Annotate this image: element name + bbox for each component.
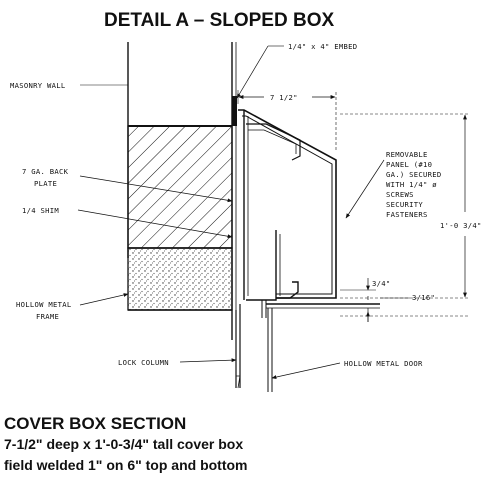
shim-callout: 1/4 SHIM [22, 206, 233, 239]
panel-label-1: REMOVABLE [386, 150, 428, 159]
hollow-metal-door [266, 303, 380, 392]
frame-callout: HOLLOW METAL FRAME [16, 293, 129, 321]
panel-label-3: GA.) SECURED [386, 170, 442, 179]
lock-column [235, 304, 241, 389]
depth-dimension-label: 7 1/2" [270, 93, 298, 102]
frame-label: HOLLOW METAL [16, 300, 72, 309]
three-sixteenth-label: 3/16" [412, 293, 435, 302]
masonry-wall-callout: MASONRY WALL [10, 81, 128, 90]
embed-plate [232, 96, 237, 126]
hollow-metal-frame [127, 247, 233, 311]
sloped-cover-box [238, 109, 337, 318]
caption-heading: COVER BOX SECTION [4, 414, 187, 433]
panel-label-6: SECURITY [386, 200, 423, 209]
door-callout: HOLLOW METAL DOOR [271, 359, 423, 379]
back-plate-label-2: PLATE [34, 179, 57, 188]
depth-dimension: 7 1/2" [237, 90, 337, 150]
back-plate-callout: 7 GA. BACK PLATE [22, 167, 233, 203]
back-plate-section [127, 125, 233, 249]
caption-line-1: 7-1/2" deep x 1'-0-3/4" tall cover box [4, 436, 244, 452]
embed-callout: 1/4" x 4" EMBED [236, 42, 357, 99]
panel-label-2: PANEL (#10 [386, 160, 432, 169]
back-plate-label: 7 GA. BACK [22, 167, 69, 176]
three-sixteenth-dimension: 3/16" [340, 293, 470, 322]
lock-column-callout: LOCK COLUMN [118, 358, 237, 367]
lock-column-label: LOCK COLUMN [118, 358, 169, 367]
masonry-wall-label: MASONRY WALL [10, 81, 66, 90]
detail-title: DETAIL A – SLOPED BOX [104, 10, 334, 31]
frame-label-2: FRAME [36, 312, 59, 321]
panel-label-7: FASTENERS [386, 210, 428, 219]
three-quarter-label: 3/4" [372, 279, 391, 288]
height-dimension-label: 1'-0 3/4" [440, 221, 482, 230]
shim-label: 1/4 SHIM [22, 206, 59, 215]
caption-line-2: field welded 1" on 6" top and bottom [4, 457, 248, 473]
three-quarter-dimension: 3/4" [340, 278, 391, 300]
panel-label-4: WITH 1/4" ø [386, 180, 437, 189]
embed-label: 1/4" x 4" EMBED [288, 42, 357, 51]
door-label: HOLLOW METAL DOOR [344, 359, 423, 368]
panel-callout: REMOVABLE PANEL (#10 GA.) SECURED WITH 1… [345, 150, 442, 219]
panel-label-5: SCREWS [386, 190, 414, 199]
